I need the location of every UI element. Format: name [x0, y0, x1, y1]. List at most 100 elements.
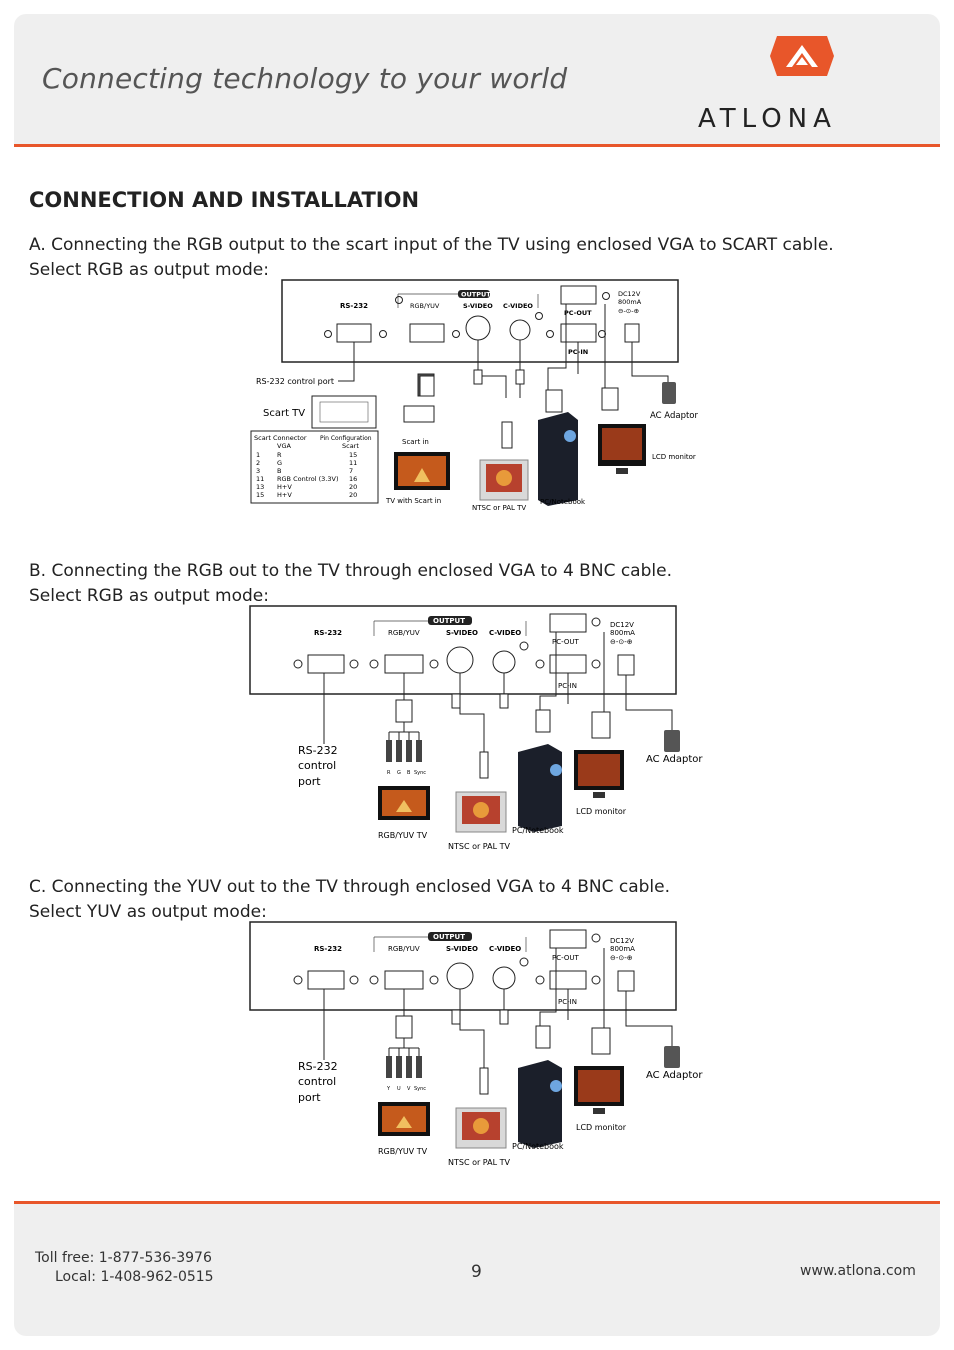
svg-text:control: control [298, 759, 336, 772]
ntsc-tv-c: NTSC or PAL TV [448, 1107, 510, 1167]
diagram-c: RS-232 OUTPUT RGB/YUV S-VIDEO C-VIDEO PC… [249, 921, 703, 1167]
device-panel-c: RS-232 OUTPUT RGB/YUV S-VIDEO C-VIDEO PC… [249, 921, 677, 1011]
svg-text:15: 15 [349, 451, 357, 459]
svg-text:PC/Notebook: PC/Notebook [512, 1142, 564, 1151]
svg-text:Scart Connector: Scart Connector [254, 434, 307, 442]
svg-text:PC/Notebook: PC/Notebook [512, 826, 564, 835]
svg-text:Pin Configuration: Pin Configuration [320, 435, 372, 442]
section-a-subheading: Select RGB as output mode: [29, 260, 269, 280]
footer-rule [14, 1201, 940, 1204]
svg-text:⊖-⊙-⊕: ⊖-⊙-⊕ [610, 954, 633, 962]
svg-text:C-VIDEO: C-VIDEO [489, 945, 521, 953]
footer-band [14, 1204, 940, 1336]
svg-text:G: G [277, 459, 282, 467]
svg-text:PC-IN: PC-IN [558, 682, 577, 690]
tagline: Connecting technology to your world [42, 62, 568, 95]
svg-text:RS-232: RS-232 [314, 945, 342, 953]
svg-text:NTSC or PAL TV: NTSC or PAL TV [472, 504, 526, 512]
page-number: 9 [471, 1262, 482, 1282]
lcd-monitor-b: LCD monitor [574, 750, 627, 816]
svg-text:⊖-⊙-⊕: ⊖-⊙-⊕ [618, 307, 639, 315]
svg-text:NTSC or PAL TV: NTSC or PAL TV [448, 1158, 510, 1167]
vga-plugs-a [419, 369, 619, 449]
ac-adaptor-c: AC Adaptor [646, 1046, 703, 1081]
svg-text:Scart TV: Scart TV [263, 408, 305, 419]
diagram-b: RS-232 OUTPUT RGB/YUV S-VIDEO C-VIDEO PC… [249, 605, 703, 851]
pc-tower-a: PC/Notebook [538, 412, 586, 506]
ntsc-tv-a: NTSC or PAL TV [472, 459, 529, 512]
svg-text:⊖-⊙-⊕: ⊖-⊙-⊕ [610, 638, 633, 646]
svg-text:C-VIDEO: C-VIDEO [489, 629, 521, 637]
svg-text:PC-OUT: PC-OUT [552, 954, 579, 962]
svg-text:RGB/YUV TV: RGB/YUV TV [378, 831, 428, 840]
local-number: Local: 1-408-962-0515 [55, 1269, 214, 1285]
svg-text:RS-232: RS-232 [298, 1060, 338, 1073]
svg-text:RGB/YUV: RGB/YUV [388, 629, 420, 637]
lcd-monitor-a: LCD monitor [598, 424, 696, 474]
svg-text:H+V: H+V [277, 483, 292, 491]
section-c-heading: C. Connecting the YUV out to the TV thro… [29, 877, 670, 897]
svg-text:RGB/YUV: RGB/YUV [388, 945, 420, 953]
svg-text:RS-232: RS-232 [314, 629, 342, 637]
svg-text:Scart in: Scart in [402, 438, 429, 446]
svg-text:RS-232 control port: RS-232 control port [256, 377, 334, 386]
svg-text:RS-232: RS-232 [340, 302, 368, 310]
svg-text:Y: Y [386, 1086, 391, 1092]
svg-text:OUTPUT: OUTPUT [433, 933, 465, 941]
svg-text:U: U [397, 1086, 401, 1092]
header-band [14, 14, 940, 144]
svg-text:13: 13 [256, 483, 264, 491]
svg-text:2: 2 [256, 459, 260, 467]
svg-text:NTSC or PAL TV: NTSC or PAL TV [448, 842, 510, 851]
svg-text:B: B [277, 467, 281, 475]
svg-text:15: 15 [256, 491, 264, 499]
atlona-logo-icon [770, 36, 834, 76]
scart-tv-a: Scart TV RS-232 control port [256, 377, 377, 429]
svg-text:OUTPUT: OUTPUT [461, 291, 491, 299]
svg-text:DC12V: DC12V [610, 937, 634, 945]
svg-text:RGB/YUV TV: RGB/YUV TV [378, 1147, 428, 1156]
website-link[interactable]: www.atlona.com [800, 1263, 916, 1279]
svg-text:1: 1 [256, 451, 260, 459]
device-panel-b: RS-232 OUTPUT RGB/YUV S-VIDEO C-VIDEO PC… [249, 605, 677, 695]
svg-text:800mA: 800mA [618, 298, 642, 306]
vga-bnc-cable-c: Y U V Sync [386, 1015, 426, 1092]
pin-config-table-a: Scart Connector Pin Configuration VGA Sc… [250, 430, 379, 504]
svg-text:11: 11 [256, 475, 264, 483]
device-panel-a: RS-232 OUTPUT RGB/YUV S-VIDEO C-VIDEO PC… [281, 279, 679, 363]
header-rule [14, 144, 940, 147]
svg-text:PC-OUT: PC-OUT [552, 638, 579, 646]
svg-text:20: 20 [349, 491, 357, 499]
svg-text:G: G [397, 770, 401, 776]
svg-text:LCD monitor: LCD monitor [576, 807, 627, 816]
svg-text:V: V [407, 1086, 411, 1092]
section-c-subheading: Select YUV as output mode: [29, 902, 267, 922]
svg-text:port: port [298, 775, 321, 788]
svg-text:H+V: H+V [277, 491, 292, 499]
pc-tower-c: PC/Notebook [512, 1060, 564, 1151]
pc-tower-b: PC/Notebook [512, 744, 564, 835]
svg-text:LCD monitor: LCD monitor [652, 453, 696, 461]
ac-adaptor-a: AC Adaptor [650, 382, 699, 421]
ac-adaptor-b: AC Adaptor [646, 730, 703, 765]
diagram-a: RS-232 OUTPUT RGB/YUV S-VIDEO C-VIDEO PC… [250, 279, 699, 512]
svg-text:B: B [407, 770, 411, 776]
svg-text:LCD monitor: LCD monitor [576, 1123, 627, 1132]
svg-text:DC12V: DC12V [618, 290, 641, 298]
rs232-label-b: RS-232 control port [298, 744, 338, 788]
svg-text:20: 20 [349, 483, 357, 491]
svg-text:RGB Control (3.3V): RGB Control (3.3V) [277, 475, 339, 483]
plugs-b [451, 693, 611, 779]
plugs-c [451, 1009, 611, 1095]
svg-text:16: 16 [349, 475, 357, 483]
svg-text:800mA: 800mA [610, 945, 635, 953]
tv-rgbyuv-c: RGB/YUV TV [378, 1102, 430, 1156]
rs232-label-c: RS-232 control port [298, 1060, 338, 1104]
svg-text:S-VIDEO: S-VIDEO [446, 945, 478, 953]
svg-text:S-VIDEO: S-VIDEO [463, 302, 493, 310]
svg-text:control: control [298, 1075, 336, 1088]
section-title: CONNECTION AND INSTALLATION [29, 188, 420, 212]
section-a-heading: A. Connecting the RGB output to the scar… [29, 235, 834, 255]
svg-text:AC Adaptor: AC Adaptor [650, 411, 699, 421]
